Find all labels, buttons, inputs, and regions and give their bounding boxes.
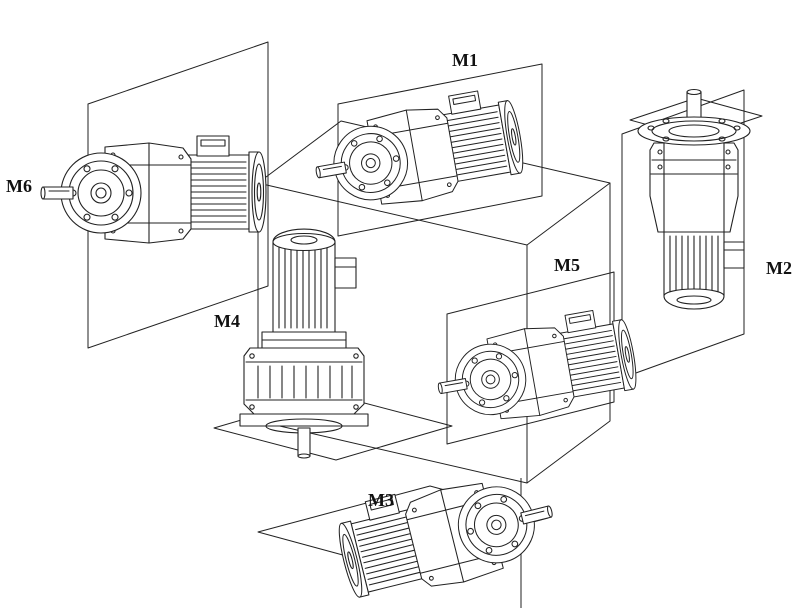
gearmotor-m3 <box>330 458 564 610</box>
gearmotor-m4 <box>239 228 369 459</box>
mounting-plane-m6 <box>87 41 269 349</box>
mounting-plane-m5 <box>446 271 615 445</box>
label-m4: M4 <box>214 311 240 331</box>
label-m3: M3 <box>368 490 394 510</box>
label-m1: M1 <box>452 50 478 70</box>
gearmotor-m1 <box>306 84 529 219</box>
label-m5: M5 <box>554 255 580 275</box>
label-m2: M2 <box>766 258 792 278</box>
gearmotor-m6 <box>40 135 267 244</box>
mounting-plane-m1 <box>337 63 543 237</box>
gearmotor-m5 <box>429 304 642 433</box>
gearmotor-m2 <box>637 88 751 310</box>
label-m6: M6 <box>6 176 32 196</box>
